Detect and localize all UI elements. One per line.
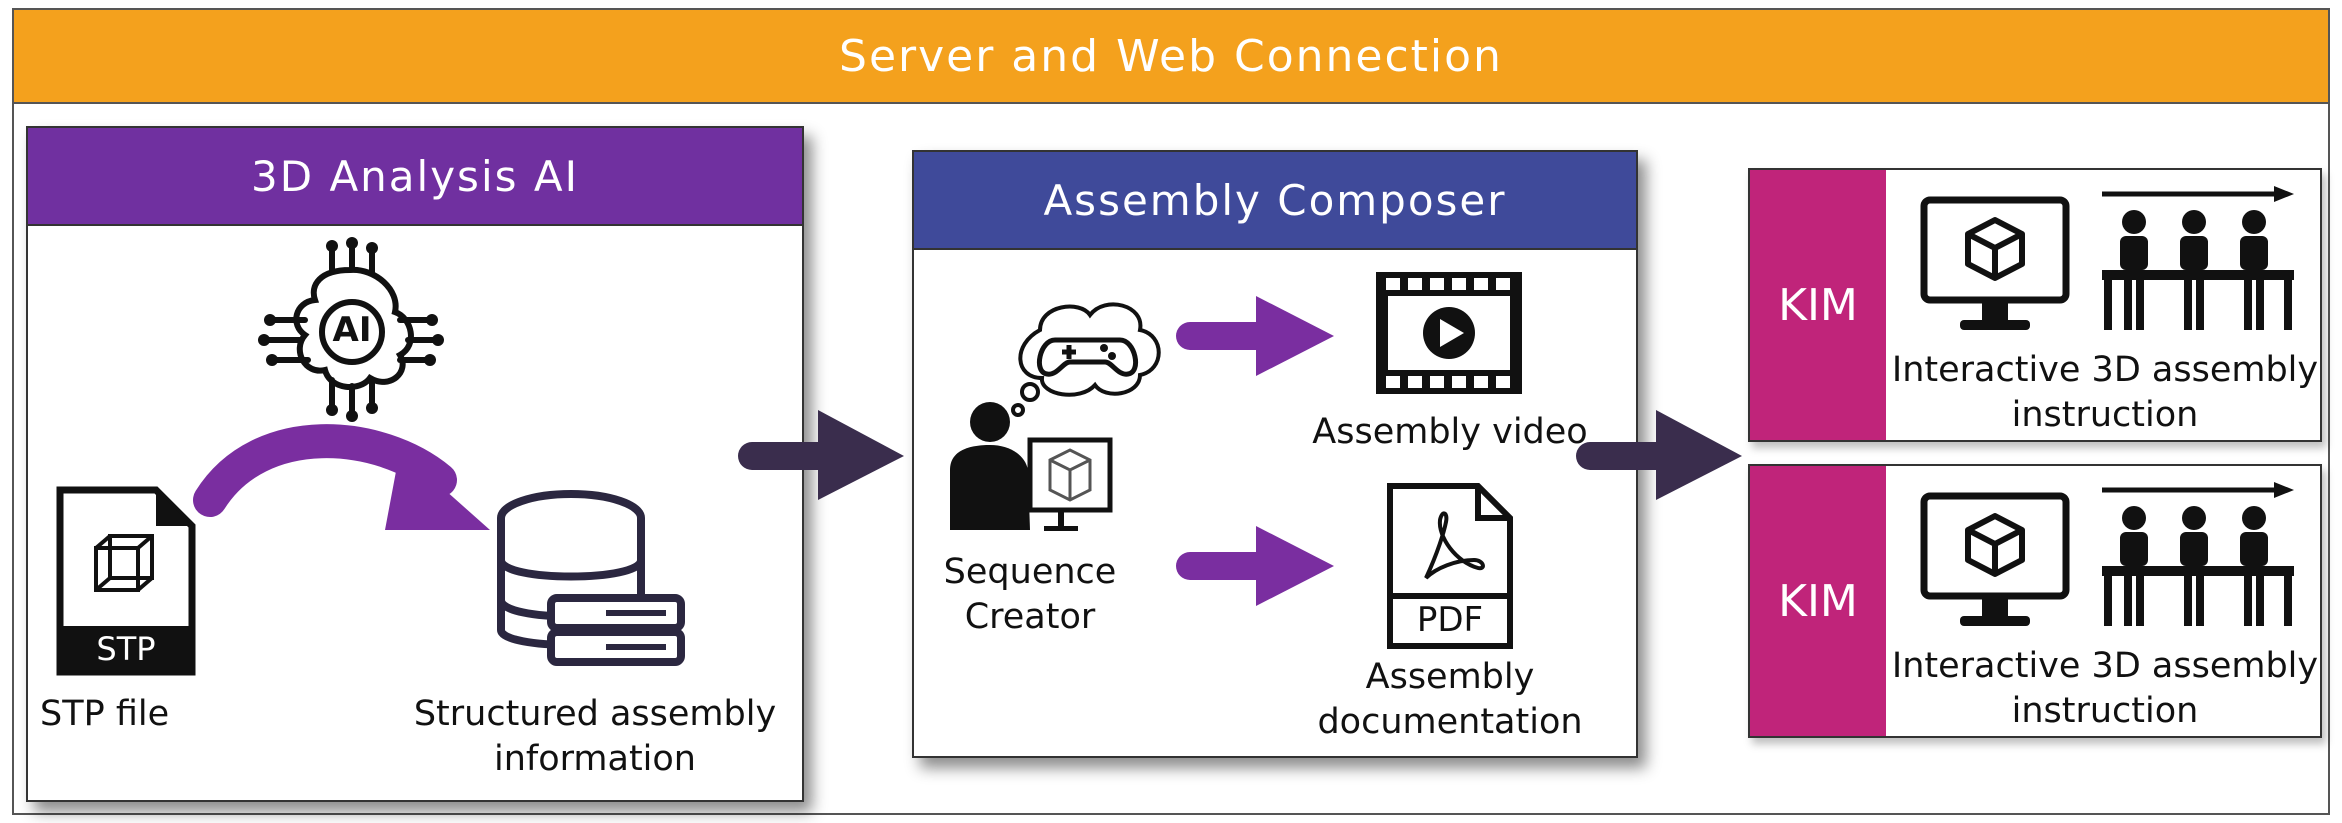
sequence-creator-icon bbox=[950, 402, 1113, 531]
gamepad-thought-icon bbox=[1011, 302, 1161, 417]
assembly-documentation-label-line2: documentation bbox=[1317, 702, 1583, 742]
composer-panel-title: Assembly Composer bbox=[914, 152, 1636, 250]
monitor-cube-icon bbox=[1920, 196, 2070, 330]
sequence-creator-label-line2: Creator bbox=[964, 597, 1096, 637]
assembly-workers-icon bbox=[2102, 186, 2294, 330]
assembly-video-label: Assembly video bbox=[1312, 412, 1588, 452]
documentation-arrow bbox=[1176, 526, 1334, 606]
assembly-workers-icon bbox=[2102, 482, 2294, 626]
ai-brain-icon bbox=[258, 237, 444, 422]
database-server-icon bbox=[497, 490, 685, 666]
server-web-connection-header: Server and Web Connection bbox=[12, 8, 2330, 104]
video-film-icon bbox=[1376, 272, 1522, 394]
kim-row-2-label-line2: instruction bbox=[2011, 691, 2199, 731]
kim-row-2-label-line1: Interactive 3D assembly bbox=[1891, 646, 2319, 686]
assembly-documentation-label-line1: Assembly bbox=[1365, 657, 1535, 697]
video-arrow bbox=[1176, 296, 1334, 376]
sequence-creator-label-line1: Sequence bbox=[943, 552, 1117, 592]
curved-arrow-icon bbox=[193, 424, 490, 530]
structured-info-label-line2: information bbox=[493, 739, 696, 779]
structured-info-label-line1: Structured assembly bbox=[413, 694, 777, 734]
kim-row-1-label-line1: Interactive 3D assembly bbox=[1891, 350, 2319, 390]
monitor-cube-icon bbox=[1920, 492, 2070, 626]
flow-arrow-2 bbox=[1576, 410, 1742, 500]
kim-tag-2: KIM bbox=[1750, 466, 1886, 736]
stp-badge-text: STP bbox=[96, 630, 156, 668]
stp-file-icon bbox=[56, 486, 196, 676]
analysis-panel-title: 3D Analysis AI bbox=[28, 128, 802, 226]
stp-file-label: STP file bbox=[40, 694, 170, 734]
pdf-badge-text: PDF bbox=[1416, 600, 1484, 640]
kim-tag-1: KIM bbox=[1750, 170, 1886, 440]
pdf-document-icon bbox=[1387, 483, 1513, 649]
kim-row-1-label-line2: instruction bbox=[2011, 395, 2199, 435]
analysis-panel: 3D Analysis AI bbox=[26, 126, 804, 802]
flow-arrow-1 bbox=[738, 410, 904, 500]
ai-badge-text: AI bbox=[332, 310, 372, 350]
